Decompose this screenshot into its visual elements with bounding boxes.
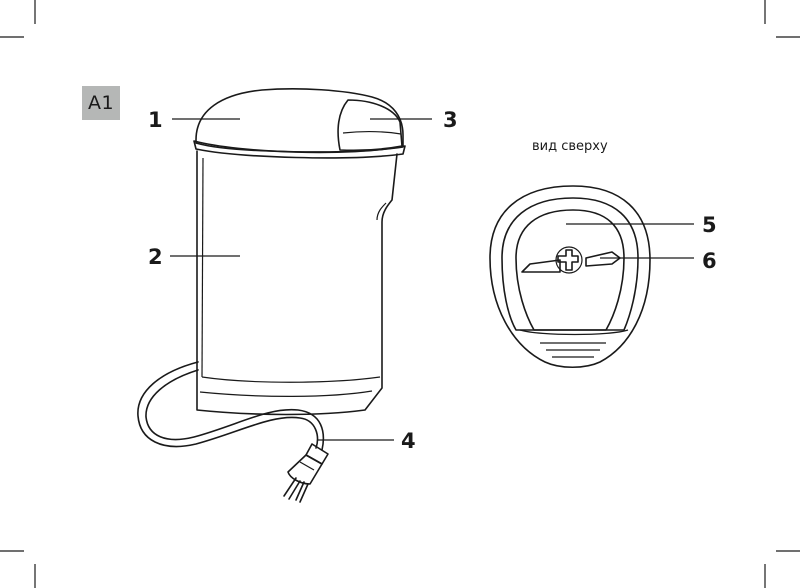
page-tag: A1 [82,86,120,120]
grinder-blade [521,246,621,274]
leader-lines-top [566,223,694,259]
power-plug [283,443,329,503]
callout-6: 6 [702,249,717,273]
grinder-side-view [137,88,406,503]
callout-4: 4 [401,429,416,453]
leader-lines-side [170,118,432,441]
top-view-outer-shell [489,185,651,369]
grinder-top-view [489,185,651,369]
power-cord [137,361,319,449]
grinder-lid [195,88,404,153]
callout-3: 3 [443,108,458,132]
callout-2: 2 [148,245,163,269]
grinder-body [196,150,398,416]
view-caption: вид сверху [532,139,608,154]
grinding-bowl [515,209,625,331]
callout-1: 1 [148,108,163,132]
callout-5: 5 [702,213,717,237]
